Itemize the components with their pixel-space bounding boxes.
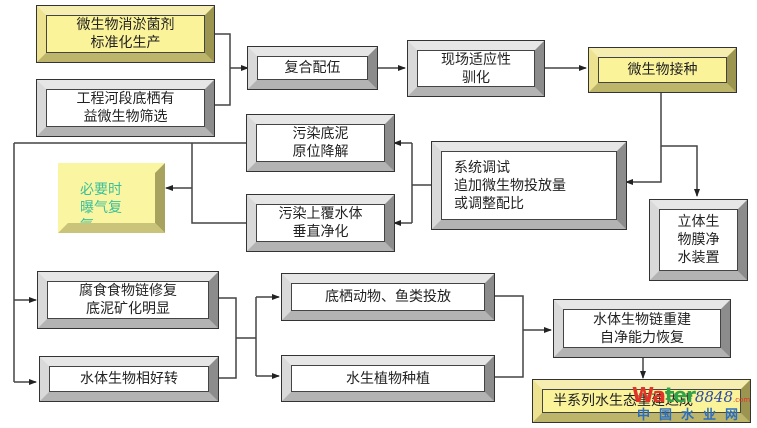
node-aquatic-plant-planting: 水生植物种植 xyxy=(281,355,495,402)
node-compound-formulation: 复合配伍 xyxy=(247,46,378,90)
bevel-side xyxy=(155,163,165,233)
edge-inoculation-trunk xyxy=(625,92,662,185)
edge-inoculation-to-biofilm xyxy=(661,145,700,197)
node-label: 系统调试 追加微生物投放量 或调整配比 xyxy=(441,151,617,220)
edge-mid-bracket xyxy=(218,297,237,379)
node-beneficial-microbe-screening: 工程河段底栖有 益微生物筛选 xyxy=(36,79,215,137)
edge-production-merge xyxy=(214,33,231,106)
node-sediment-degradation: 污染底泥 原位降解 xyxy=(246,114,395,172)
node-biofilm-device: 立体生 物膜净 水装置 xyxy=(649,199,748,281)
node-label: 现场适应性 驯化 xyxy=(417,50,535,87)
node-microbe-agent-production: 微生物消淤菌剂 标准化生产 xyxy=(36,5,215,63)
edge-right-bracket xyxy=(494,295,524,378)
bevel-bottom xyxy=(58,223,165,233)
node-label: 水体生物链重建 自净能力恢复 xyxy=(563,309,721,348)
node-food-chain-rebuilt: 水体生物链重建 自净能力恢复 xyxy=(553,299,731,358)
node-ecosystem-restored: 半系列水生态重建达成 xyxy=(532,379,751,423)
node-label: 微生物消淤菌剂 标准化生产 xyxy=(46,15,205,53)
node-label: 底栖动物、鱼类投放 xyxy=(291,283,485,311)
node-detritus-food-chain: 腐食食物链修复 底泥矿化明显 xyxy=(37,271,219,329)
edge-aeration-trunk xyxy=(191,143,247,224)
node-system-tuning: 系统调试 追加微生物投放量 或调整配比 xyxy=(431,141,627,230)
node-onsite-acclimation: 现场适应性 驯化 xyxy=(407,40,545,97)
node-label: 水生植物种植 xyxy=(291,365,485,392)
node-label: 水体生物相好转 xyxy=(49,366,209,392)
node-label: 微生物接种 xyxy=(598,57,727,83)
node-label: 污染上覆水体 垂直净化 xyxy=(256,204,385,242)
node-overlying-water-purification: 污染上覆水体 垂直净化 xyxy=(246,194,395,252)
node-label: 复合配伍 xyxy=(257,56,368,80)
node-aquatic-life-improved: 水体生物相好转 xyxy=(39,356,219,402)
node-label: 腐食食物链修复 底泥矿化明显 xyxy=(47,281,209,319)
node-label: 立体生 物膜净 水装置 xyxy=(659,209,738,271)
watermark-chinese: 中国水业网 xyxy=(637,408,748,423)
node-label: 工程河段底栖有 益微生物筛选 xyxy=(46,89,205,127)
node-label: 半系列水生态重建达成 xyxy=(542,389,741,413)
node-microbe-inoculation: 微生物接种 xyxy=(588,47,737,93)
node-aeration-when-needed: 必要时 曝气复 氧 xyxy=(58,163,165,234)
node-label: 污染底泥 原位降解 xyxy=(256,124,385,162)
node-benthic-fish-stocking: 底栖动物、鱼类投放 xyxy=(281,273,495,321)
